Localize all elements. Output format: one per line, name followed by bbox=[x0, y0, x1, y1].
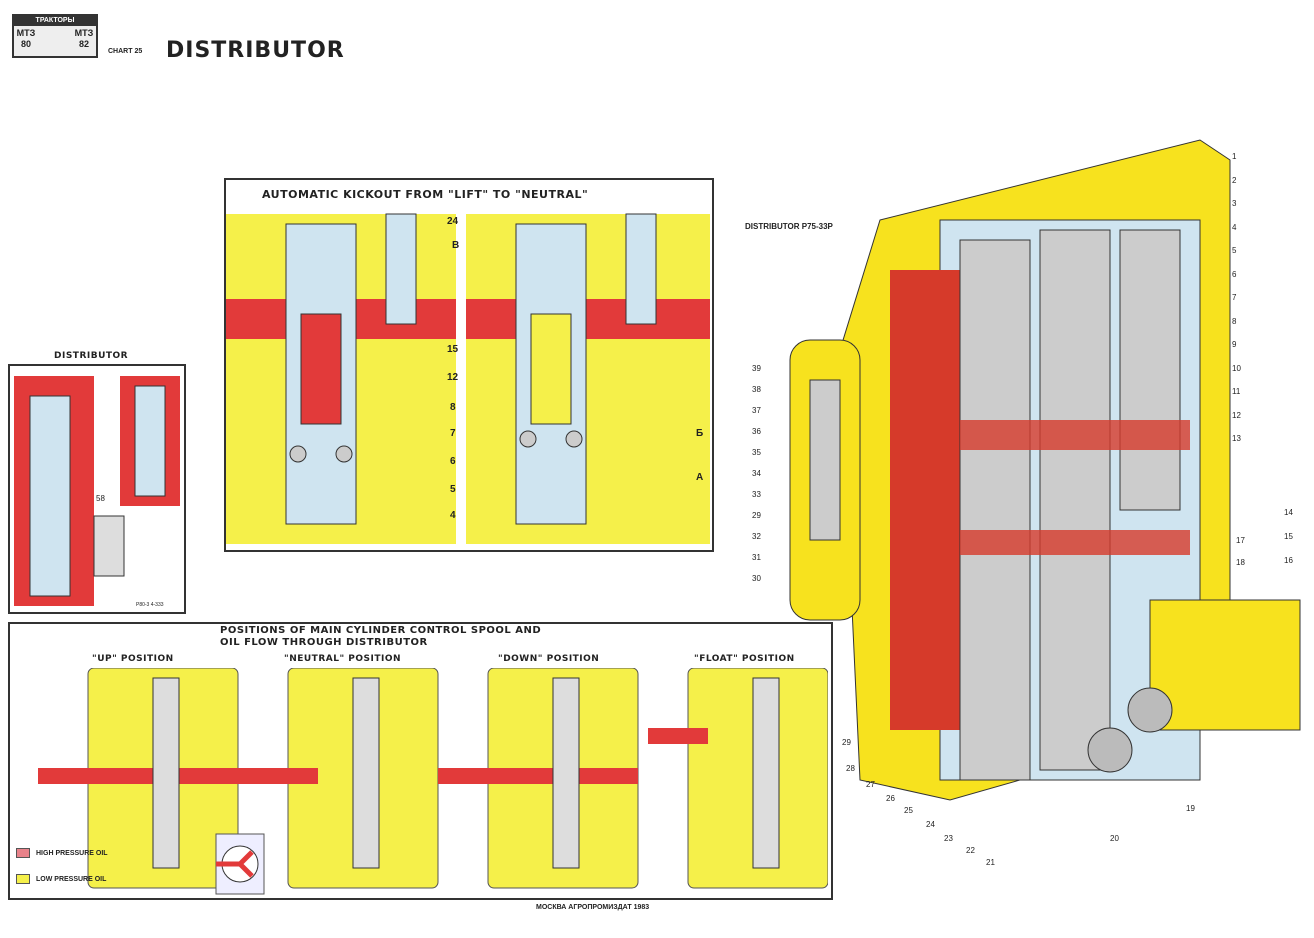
callout-7: 7 bbox=[450, 428, 456, 439]
callout: 12 bbox=[1232, 410, 1241, 420]
callout: 10 bbox=[1232, 363, 1241, 373]
callout: 23 bbox=[944, 834, 953, 843]
callout: 7 bbox=[1232, 293, 1237, 302]
float-position-label: "FLOAT" POSITION bbox=[694, 654, 795, 664]
callout: 30 bbox=[752, 574, 761, 583]
drawing-code: Р80-3 4-333 bbox=[136, 602, 164, 608]
callout: 3 bbox=[1232, 199, 1237, 208]
callout: 19 bbox=[1186, 804, 1195, 813]
kickout-panel: AUTOMATIC KICKOUT FROM "LIFT" TO "NEUTRA… bbox=[224, 178, 714, 552]
callout: 9 bbox=[1232, 340, 1237, 349]
callout: 24 bbox=[926, 820, 935, 829]
three-way-valve-icon bbox=[215, 833, 265, 895]
up-position-drawing bbox=[38, 668, 239, 889]
positions-title-1: POSITIONS OF MAIN CYLINDER CONTROL SPOOL… bbox=[220, 625, 542, 636]
main-diagram-title: DISTRIBUTOR Р75-33Р bbox=[745, 222, 833, 231]
callout-58: 58 bbox=[96, 494, 105, 503]
callout: 14 bbox=[1284, 508, 1293, 517]
logo-title: ТРАКТОРЫ bbox=[14, 16, 96, 26]
legend-low-label: LOW PRESSURE OIL bbox=[36, 875, 107, 883]
callout: 2 bbox=[1232, 175, 1237, 185]
logo: ТРАКТОРЫ МТЗ 80 МТЗ 82 bbox=[12, 14, 98, 58]
down-position-drawing bbox=[438, 668, 639, 889]
callout: 8 bbox=[1232, 316, 1237, 326]
kickout-title: AUTOMATIC KICKOUT FROM "LIFT" TO "NEUTRA… bbox=[262, 188, 589, 201]
chart-number: CHART 25 bbox=[108, 48, 143, 55]
legend-low: LOW PRESSURE OIL bbox=[16, 874, 106, 884]
positions-panel: POSITIONS OF MAIN CYLINDER CONTROL SPOOL… bbox=[8, 622, 833, 900]
callout: 16 bbox=[1284, 556, 1293, 565]
callout: 28 bbox=[846, 764, 855, 773]
legend-high-label: HIGH PRESSURE OIL bbox=[36, 849, 108, 857]
kickout-drawing bbox=[226, 204, 710, 550]
down-position-label: "DOWN" POSITION bbox=[498, 654, 600, 664]
callout: 13 bbox=[1232, 434, 1241, 443]
callout-6: 6 bbox=[450, 456, 456, 467]
neutral-position-label: "NEUTRAL" POSITION bbox=[284, 654, 402, 664]
callout: 5 bbox=[1232, 246, 1237, 255]
callout: 38 bbox=[752, 385, 761, 394]
callout: 35 bbox=[752, 448, 761, 457]
callout-b: Б bbox=[696, 428, 704, 439]
main-cutaway-drawing bbox=[789, 139, 1301, 801]
small-distributor-drawing bbox=[14, 376, 180, 606]
logo-right-model: МТЗ 82 bbox=[74, 28, 94, 49]
callout-12: 12 bbox=[447, 372, 459, 383]
callout-v: В bbox=[452, 240, 460, 251]
left-callouts: 39 38 37 36 35 34 33 29 32 31 30 bbox=[752, 364, 761, 583]
callout: 25 bbox=[904, 806, 913, 815]
callout: 31 bbox=[752, 553, 761, 562]
callout: 22 bbox=[966, 846, 975, 855]
right-callouts: 1 2 3 4 5 6 7 8 9 10 11 12 13 bbox=[1232, 152, 1241, 443]
neutral-position-drawing bbox=[238, 668, 439, 889]
up-position-label: "UP" POSITION bbox=[92, 654, 174, 664]
positions-title-2: OIL FLOW THROUGH DISTRIBUTOR bbox=[220, 637, 428, 648]
callout: 15 bbox=[1284, 532, 1293, 541]
callout: 20 bbox=[1110, 834, 1119, 843]
callout: 17 bbox=[1236, 536, 1245, 545]
callout: 29 bbox=[842, 738, 851, 747]
callout-4: 4 bbox=[450, 510, 456, 521]
legend-high: HIGH PRESSURE OIL bbox=[16, 848, 108, 858]
positions-drawings bbox=[38, 668, 828, 895]
callout-a: А bbox=[696, 472, 704, 483]
callout-8: 8 bbox=[450, 402, 456, 413]
callout-5: 5 bbox=[450, 484, 456, 495]
callout: 29 bbox=[752, 511, 761, 520]
small-distributor-title: DISTRIBUTOR bbox=[54, 351, 129, 361]
small-distributor-panel: 58 Р80-3 4-333 bbox=[8, 364, 186, 614]
callout: 1 bbox=[1232, 152, 1237, 161]
callout: 27 bbox=[866, 780, 875, 789]
page-title: DISTRIBUTOR bbox=[166, 38, 345, 63]
callout-15: 15 bbox=[447, 344, 459, 355]
callout: 37 bbox=[752, 406, 761, 415]
callout: 11 bbox=[1232, 387, 1241, 396]
logo-left-model: МТЗ 80 bbox=[16, 28, 36, 49]
callout: 18 bbox=[1236, 558, 1245, 567]
publisher: МОСКВА АГРОПРОМИЗДАТ 1983 bbox=[536, 904, 650, 911]
float-position-drawing bbox=[648, 668, 828, 889]
callout-24: 24 bbox=[447, 216, 459, 227]
callout: 34 bbox=[752, 469, 761, 478]
callout: 4 bbox=[1232, 222, 1237, 232]
callout: 21 bbox=[986, 858, 995, 867]
low-pressure-swatch bbox=[16, 874, 30, 884]
callout: 26 bbox=[886, 794, 895, 803]
high-pressure-swatch bbox=[16, 848, 30, 858]
callout: 36 bbox=[752, 427, 761, 436]
callout: 33 bbox=[752, 490, 761, 499]
callout: 32 bbox=[752, 532, 761, 541]
callout: 39 bbox=[752, 364, 761, 373]
callout: 6 bbox=[1232, 269, 1237, 279]
